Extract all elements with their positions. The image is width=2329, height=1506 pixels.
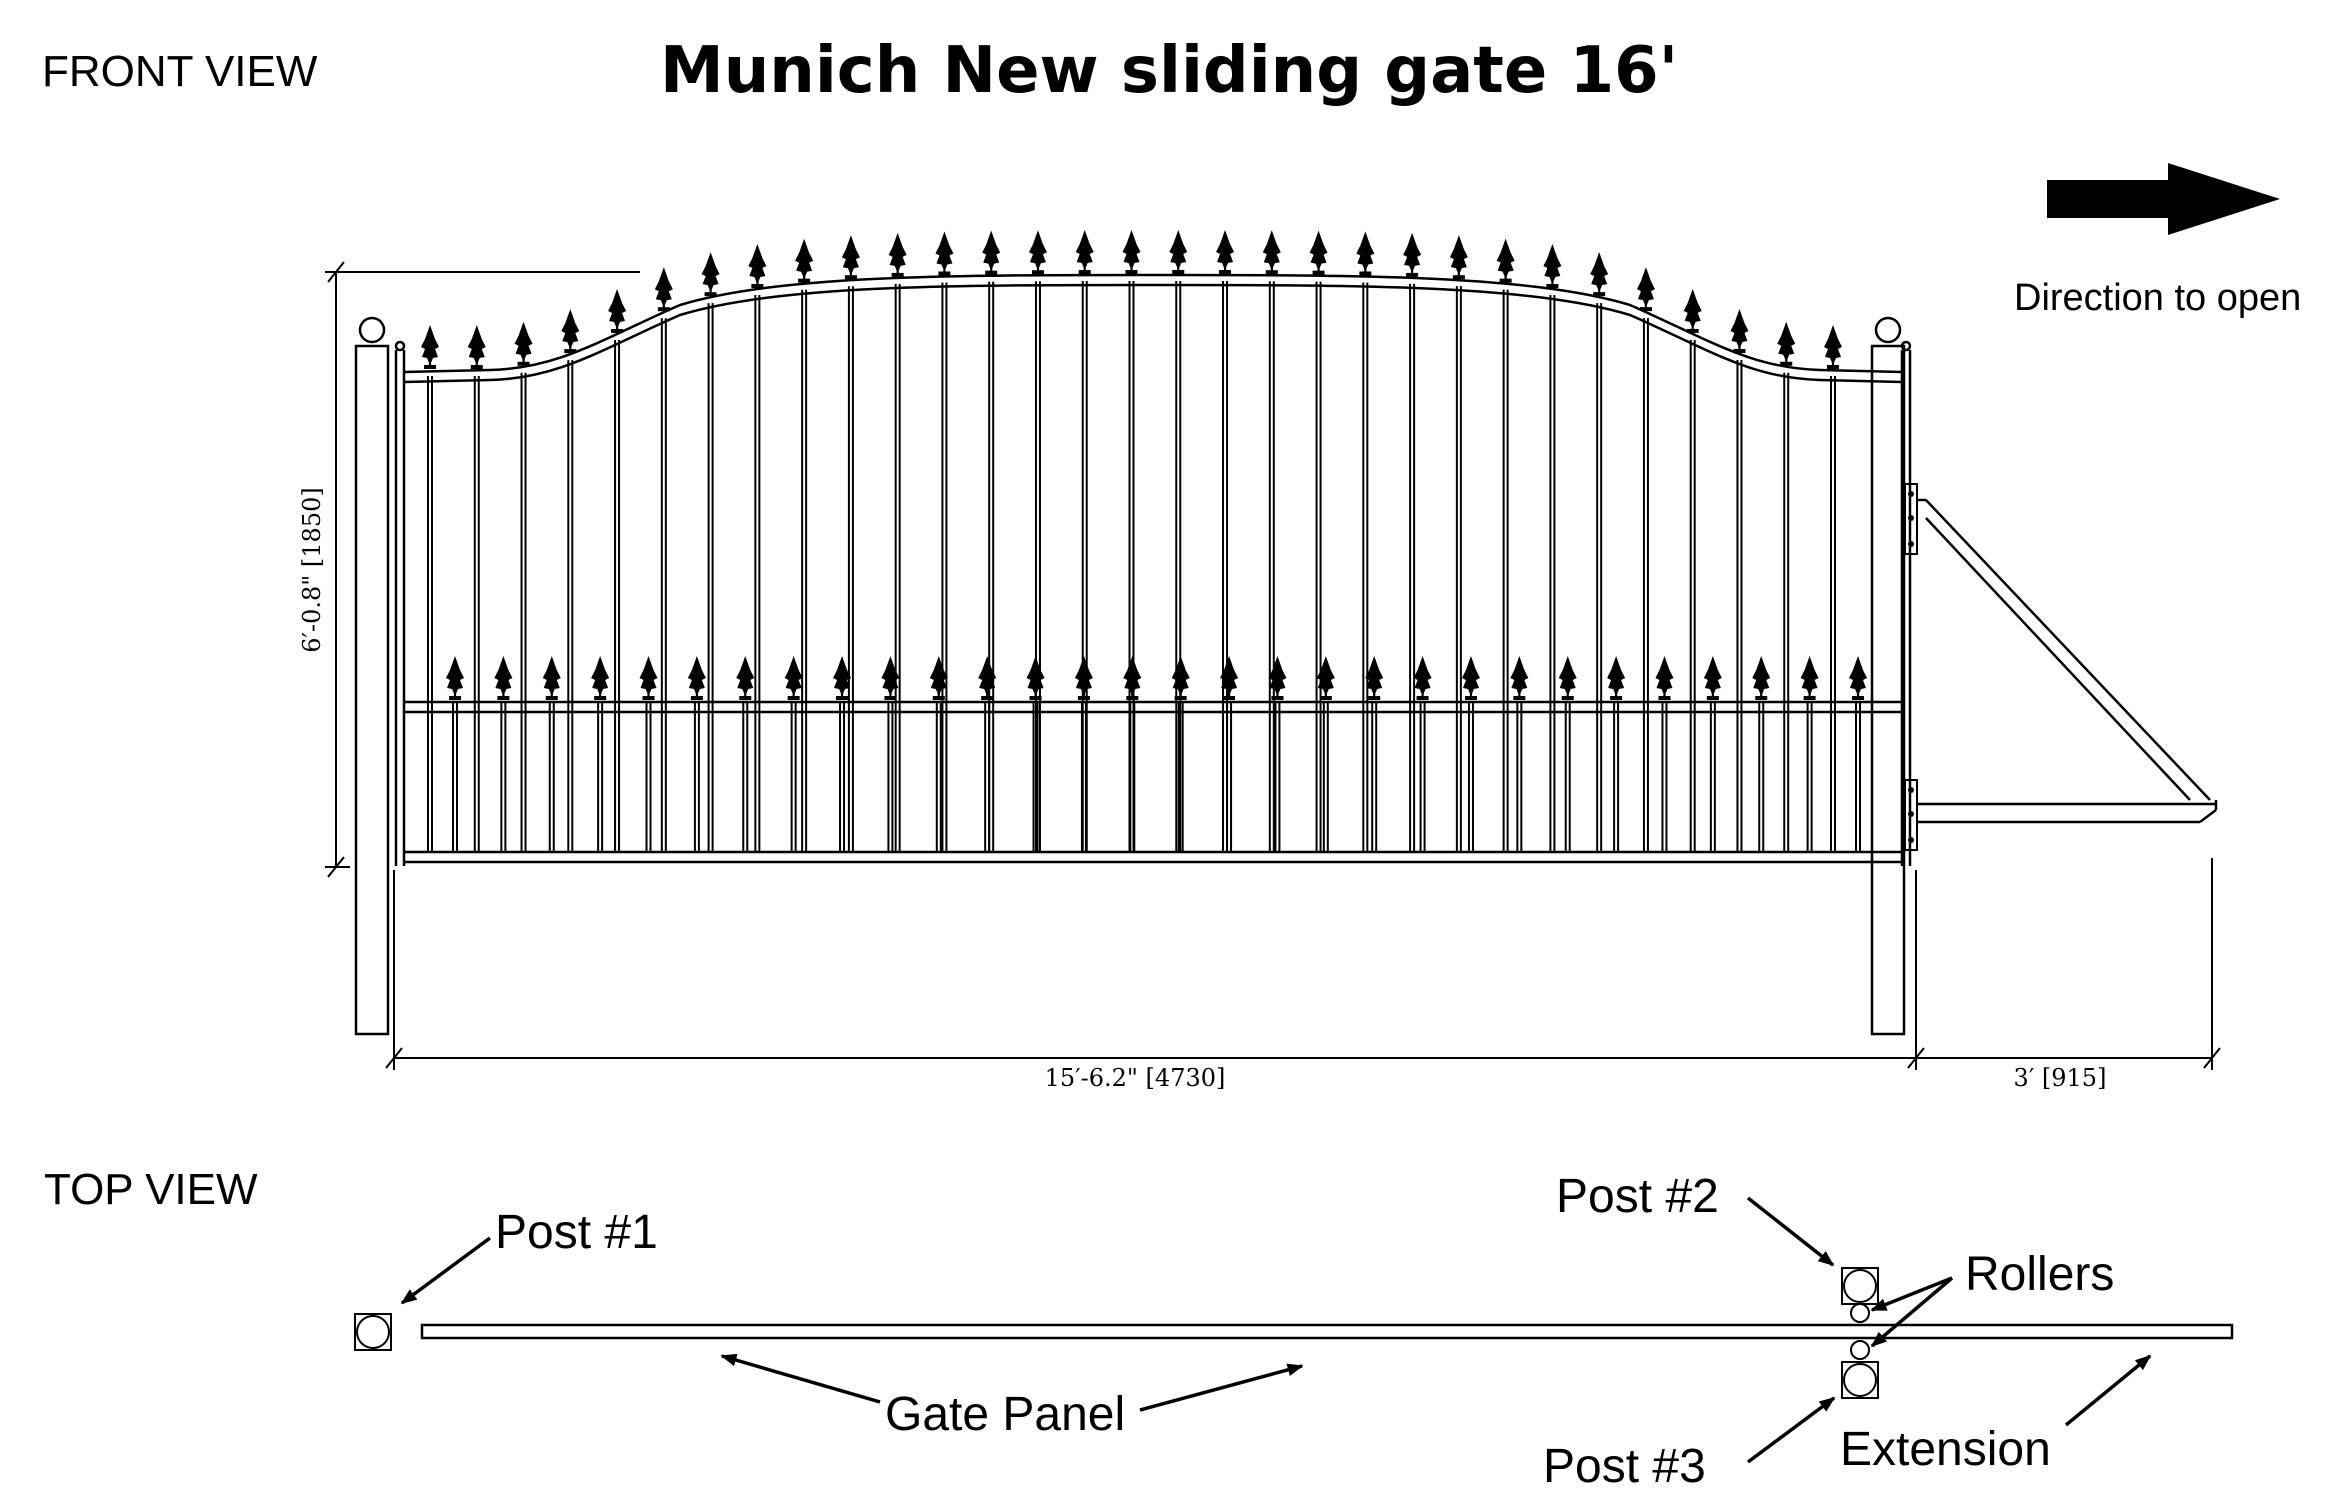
finial-icon: [1635, 266, 1657, 313]
finial-icon: [783, 654, 804, 702]
extension-dimension-label: 3′ [915]: [2014, 1064, 2107, 1092]
finial-icon: [1073, 654, 1095, 702]
finial-icon: [934, 230, 955, 277]
finial-icon: [1267, 654, 1288, 702]
finial-icon: [928, 654, 949, 702]
top-post-2: [1841, 1267, 1879, 1305]
finial-icon: [1589, 251, 1610, 298]
height-dimension: 6′-0.8" [1850]: [298, 261, 640, 878]
finial-icon: [1495, 237, 1516, 284]
finial-icon: [1702, 654, 1723, 702]
top-gate-panel: [420, 1323, 2234, 1340]
post-2-label: Post #2: [1556, 1170, 1719, 1223]
finial-icon: [638, 654, 659, 702]
direction-label: Direction to open: [2014, 277, 2301, 319]
finial-icon: [686, 654, 707, 702]
finial-icon: [1448, 234, 1469, 281]
finial-icon: [1261, 229, 1282, 276]
finial-icon: [1122, 654, 1143, 702]
extension-label: Extension: [1840, 1423, 2051, 1476]
finial-icon: [1401, 231, 1423, 279]
finial-icon: [1074, 228, 1095, 276]
finial-icon: [466, 323, 487, 371]
finial-icon: [1776, 320, 1797, 367]
finial-icon: [541, 654, 562, 702]
top-post-3: [1841, 1361, 1879, 1399]
finial-icon: [560, 308, 581, 355]
rollers-label: Rollers: [1965, 1248, 2114, 1301]
finial-icon: [887, 231, 908, 279]
finial-icon: [747, 242, 768, 290]
finial-icon: [1654, 654, 1675, 702]
top-view-label: TOP VIEW: [44, 1165, 258, 1214]
finial-icon: [1412, 654, 1433, 702]
finial-icon: [1170, 654, 1191, 702]
finial-icon: [1682, 287, 1703, 335]
finial-icon: [1822, 323, 1844, 371]
finial-icon: [419, 323, 441, 371]
width-dimension: 15′-6.2" [4730] 3′ [915]: [385, 858, 2221, 1092]
front-post-right: [1870, 316, 1906, 1036]
roller-top: [1850, 1303, 1870, 1323]
finial-icon: [590, 654, 611, 702]
finial-icon: [513, 320, 534, 367]
finial-icon: [606, 287, 628, 335]
finial-icon: [1168, 228, 1189, 276]
finial-icon: [1847, 654, 1869, 702]
height-dimension-label: 6′-0.8" [1850]: [298, 487, 326, 652]
front-view-label: FRONT VIEW: [42, 47, 318, 96]
upper-finials: [419, 228, 1844, 371]
post-3-label: Post #3: [1543, 1440, 1706, 1493]
direction-arrow-icon: [2047, 163, 2280, 235]
finial-icon: [1214, 228, 1236, 276]
width-dimension-label: 15′-6.2" [4730]: [1045, 1064, 1226, 1092]
finial-icon: [1121, 228, 1142, 276]
post-1-label: Post #1: [495, 1206, 658, 1259]
finial-icon: [1355, 230, 1376, 277]
finial-icon: [1460, 654, 1482, 702]
page-title: Munich New sliding gate 16': [660, 34, 1678, 108]
finial-icon: [493, 654, 514, 702]
finial-icon: [1729, 307, 1750, 355]
finial-icon: [1751, 654, 1772, 702]
finial-icon: [1027, 229, 1049, 276]
gate-panel-frame: [394, 273, 1912, 866]
finial-icon: [840, 234, 862, 281]
finial-icon: [1542, 242, 1563, 290]
finial-icon: [794, 237, 815, 284]
top-post-1: [354, 1313, 392, 1351]
lower-finials: [444, 654, 1869, 702]
gate-extension-tail: [1918, 498, 2218, 824]
finial-icon: [653, 266, 674, 313]
finial-icon: [1557, 654, 1578, 702]
finial-icon: [981, 229, 1002, 276]
finial-icon: [880, 654, 901, 702]
finial-icon: [735, 654, 756, 702]
gate-panel-label: Gate Panel: [885, 1388, 1125, 1441]
finial-icon: [1606, 654, 1627, 702]
front-post-left: [354, 316, 390, 1036]
finial-icon: [444, 654, 466, 702]
gate-pickets: [427, 281, 1861, 852]
roller-bottom: [1850, 1340, 1870, 1360]
finial-icon: [1025, 654, 1046, 702]
finial-icon: [1509, 654, 1530, 702]
finial-icon: [700, 251, 721, 298]
finial-icon: [1315, 654, 1336, 702]
finial-icon: [1799, 654, 1820, 702]
hinge-plates: [1904, 483, 1918, 851]
finial-icon: [1308, 229, 1329, 276]
